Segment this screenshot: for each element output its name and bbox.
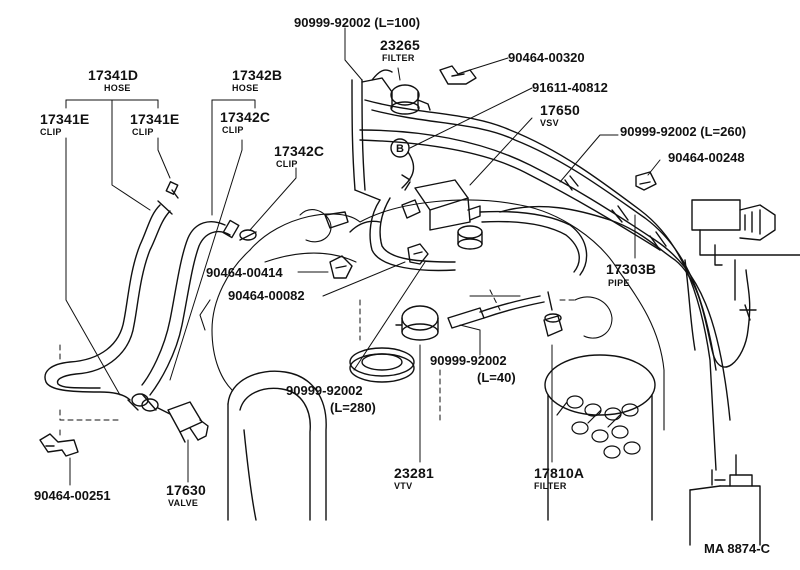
leader-lines: [65, 27, 661, 486]
callout-17810A-name: FILTER: [534, 481, 567, 491]
callout-90464-00248: 90464-00248: [668, 150, 745, 165]
vtv-23281: [349, 305, 439, 383]
hose-17342B: [141, 219, 257, 396]
callout-90464-00414: 90464-00414: [206, 265, 283, 280]
callout-17341D-name: HOSE: [104, 83, 131, 93]
bracket-90464-00320: [439, 65, 477, 85]
callout-90999-92002-L280-number: 90999-92002: [286, 383, 363, 398]
bracket-90464-00414: [329, 255, 353, 279]
callout-17342B-number: 17342B: [232, 67, 283, 83]
pipe-90999-L40: [447, 295, 545, 329]
callout-17341E-left-number: 17341E: [40, 111, 90, 127]
callout-90464-00320: 90464-00320: [508, 50, 585, 65]
hose-clips-lower: [127, 393, 159, 412]
dashed-guides-center: [359, 289, 576, 421]
callout-17341E-left-name: CLIP: [40, 127, 62, 137]
callout-17342C-lower-number: 17342C: [274, 143, 325, 159]
callout-23281-name: VTV: [394, 481, 413, 491]
charcoal-canister: [689, 454, 761, 546]
vsv-17650: [401, 179, 483, 250]
callout-17630-number: 17630: [166, 482, 206, 498]
filter-17810A: [543, 291, 563, 337]
valve-17630: [157, 401, 209, 443]
dashed-guides-left: [59, 344, 119, 439]
callout-17303B-name: PIPE: [608, 278, 630, 288]
distributor: [544, 354, 656, 521]
pulley-cover: [227, 370, 327, 521]
callout-91611-40812: 91611-40812: [532, 80, 608, 95]
hose-17341D: [44, 181, 179, 401]
filter-23265-assembly: [351, 69, 431, 201]
bracket-90464-00251: [39, 433, 79, 457]
callout-23265-number: 23265: [380, 37, 420, 53]
callout-17341E-right-number: 17341E: [130, 111, 180, 127]
callout-17342C-upper-number: 17342C: [220, 109, 271, 125]
callout-17341E-right-name: CLIP: [132, 127, 154, 137]
callout-17650-number: 17650: [540, 102, 580, 118]
callout-17342C-lower-name: CLIP: [276, 159, 298, 169]
callout-23281-number: 23281: [394, 465, 434, 481]
callout-90999-92002-L280-length: (L=280): [330, 400, 376, 415]
callout-17810A-number: 17810A: [534, 465, 585, 481]
callout-23265-name: FILTER: [382, 53, 415, 63]
callout-90999-92002-L260: 90999-92002 (L=260): [620, 124, 747, 139]
callout-17342C-upper-name: CLIP: [222, 125, 244, 135]
bracket-90464-00082: [407, 243, 429, 265]
callout-90999-92002-L100: 90999-92002 (L=100): [294, 15, 421, 30]
callout-17630-name: VALVE: [168, 498, 199, 508]
center-hoses: [324, 151, 588, 276]
callout-17341D-number: 17341D: [88, 67, 139, 83]
bracket-90464-00248: [635, 171, 657, 191]
pipe-17303B: [359, 99, 757, 471]
engine-block: [199, 199, 665, 431]
marker-b-letter: B: [396, 143, 404, 155]
marker-b-circle: [390, 138, 410, 158]
callout-90999-92002-L40-length: (L=40): [477, 370, 516, 385]
diagram-id: MA 8874-C: [704, 541, 770, 556]
callout-17650-name: VSV: [540, 118, 559, 128]
callout-17342B-name: HOSE: [232, 83, 259, 93]
callout-90999-92002-L40-number: 90999-92002: [430, 353, 507, 368]
callout-90464-00251: 90464-00251: [34, 488, 111, 503]
air-cleaner-body: [684, 199, 800, 351]
callout-17303B-number: 17303B: [606, 261, 657, 277]
callout-90464-00082: 90464-00082: [228, 288, 305, 303]
